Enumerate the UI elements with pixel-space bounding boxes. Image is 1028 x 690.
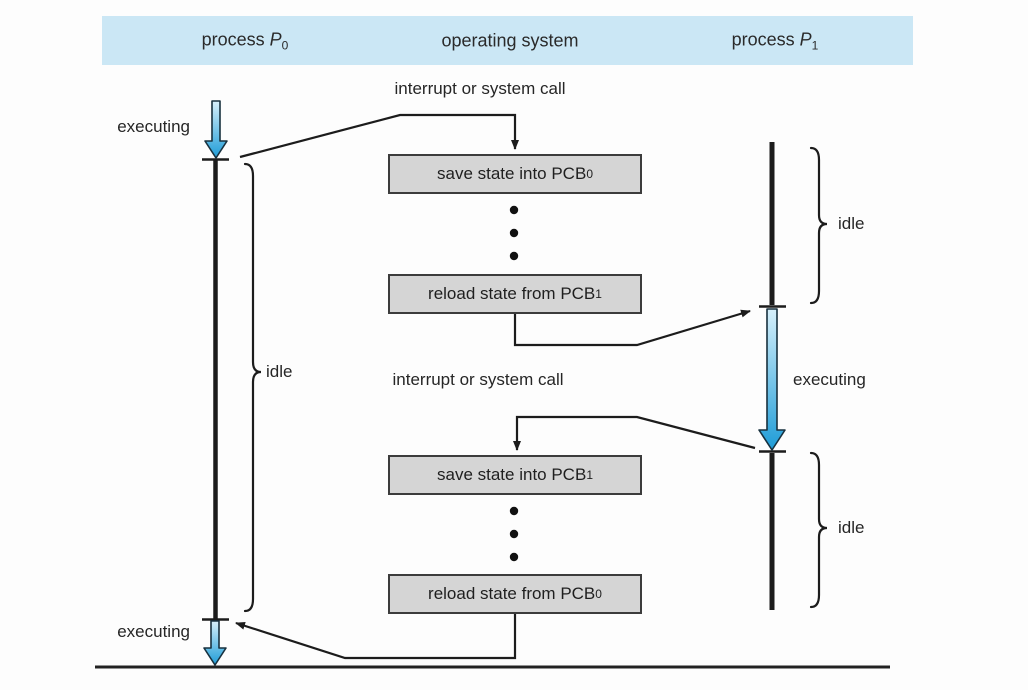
header-p1-symbol: P: [799, 29, 812, 49]
header-p1-sub: 1: [811, 38, 819, 52]
p1-timeline: [759, 142, 786, 610]
executing-arrow-p1-icon: [758, 308, 786, 451]
connector-reload1-to-p1: [513, 309, 751, 347]
connector-p0-to-save0: [239, 113, 519, 159]
header-p0-sub: 0: [281, 38, 289, 52]
executing-arrow-p0-bottom-icon: [203, 620, 227, 666]
connector-p1-to-save1: [513, 415, 756, 451]
label-executing-p0-bottom: executing: [117, 622, 190, 641]
header-p0-prefix: process: [201, 29, 270, 49]
connector-reload0-to-p0: [235, 614, 517, 660]
ellipsis-dots-bottom: [509, 506, 519, 562]
header-process-p1: process P1: [732, 29, 819, 52]
brace-idle-p1-top: [809, 146, 828, 305]
label-idle-p1-bottom: idle: [838, 518, 865, 537]
header-operating-system: operating system: [441, 30, 579, 50]
executing-arrow-p0-top-icon: [204, 100, 228, 159]
label-interrupt-bottom: interrupt or system call: [392, 370, 564, 389]
label-idle-p0: idle: [266, 362, 293, 381]
label-executing-p1: executing: [793, 370, 866, 389]
brace-idle-p0: [243, 162, 262, 613]
label-idle-p1-top: idle: [838, 214, 865, 233]
p0-timeline: [202, 158, 229, 621]
header-bar: process P0 operating system process P1: [102, 16, 913, 65]
brace-idle-p1-bottom: [809, 451, 828, 609]
header-p0-symbol: P: [269, 29, 282, 49]
header-p1-prefix: process: [731, 29, 800, 49]
label-interrupt-top: interrupt or system call: [394, 79, 566, 98]
label-executing-p0-top: executing: [117, 117, 190, 136]
ellipsis-dots-top: [509, 205, 519, 261]
header-process-p0: process P0: [202, 29, 289, 52]
